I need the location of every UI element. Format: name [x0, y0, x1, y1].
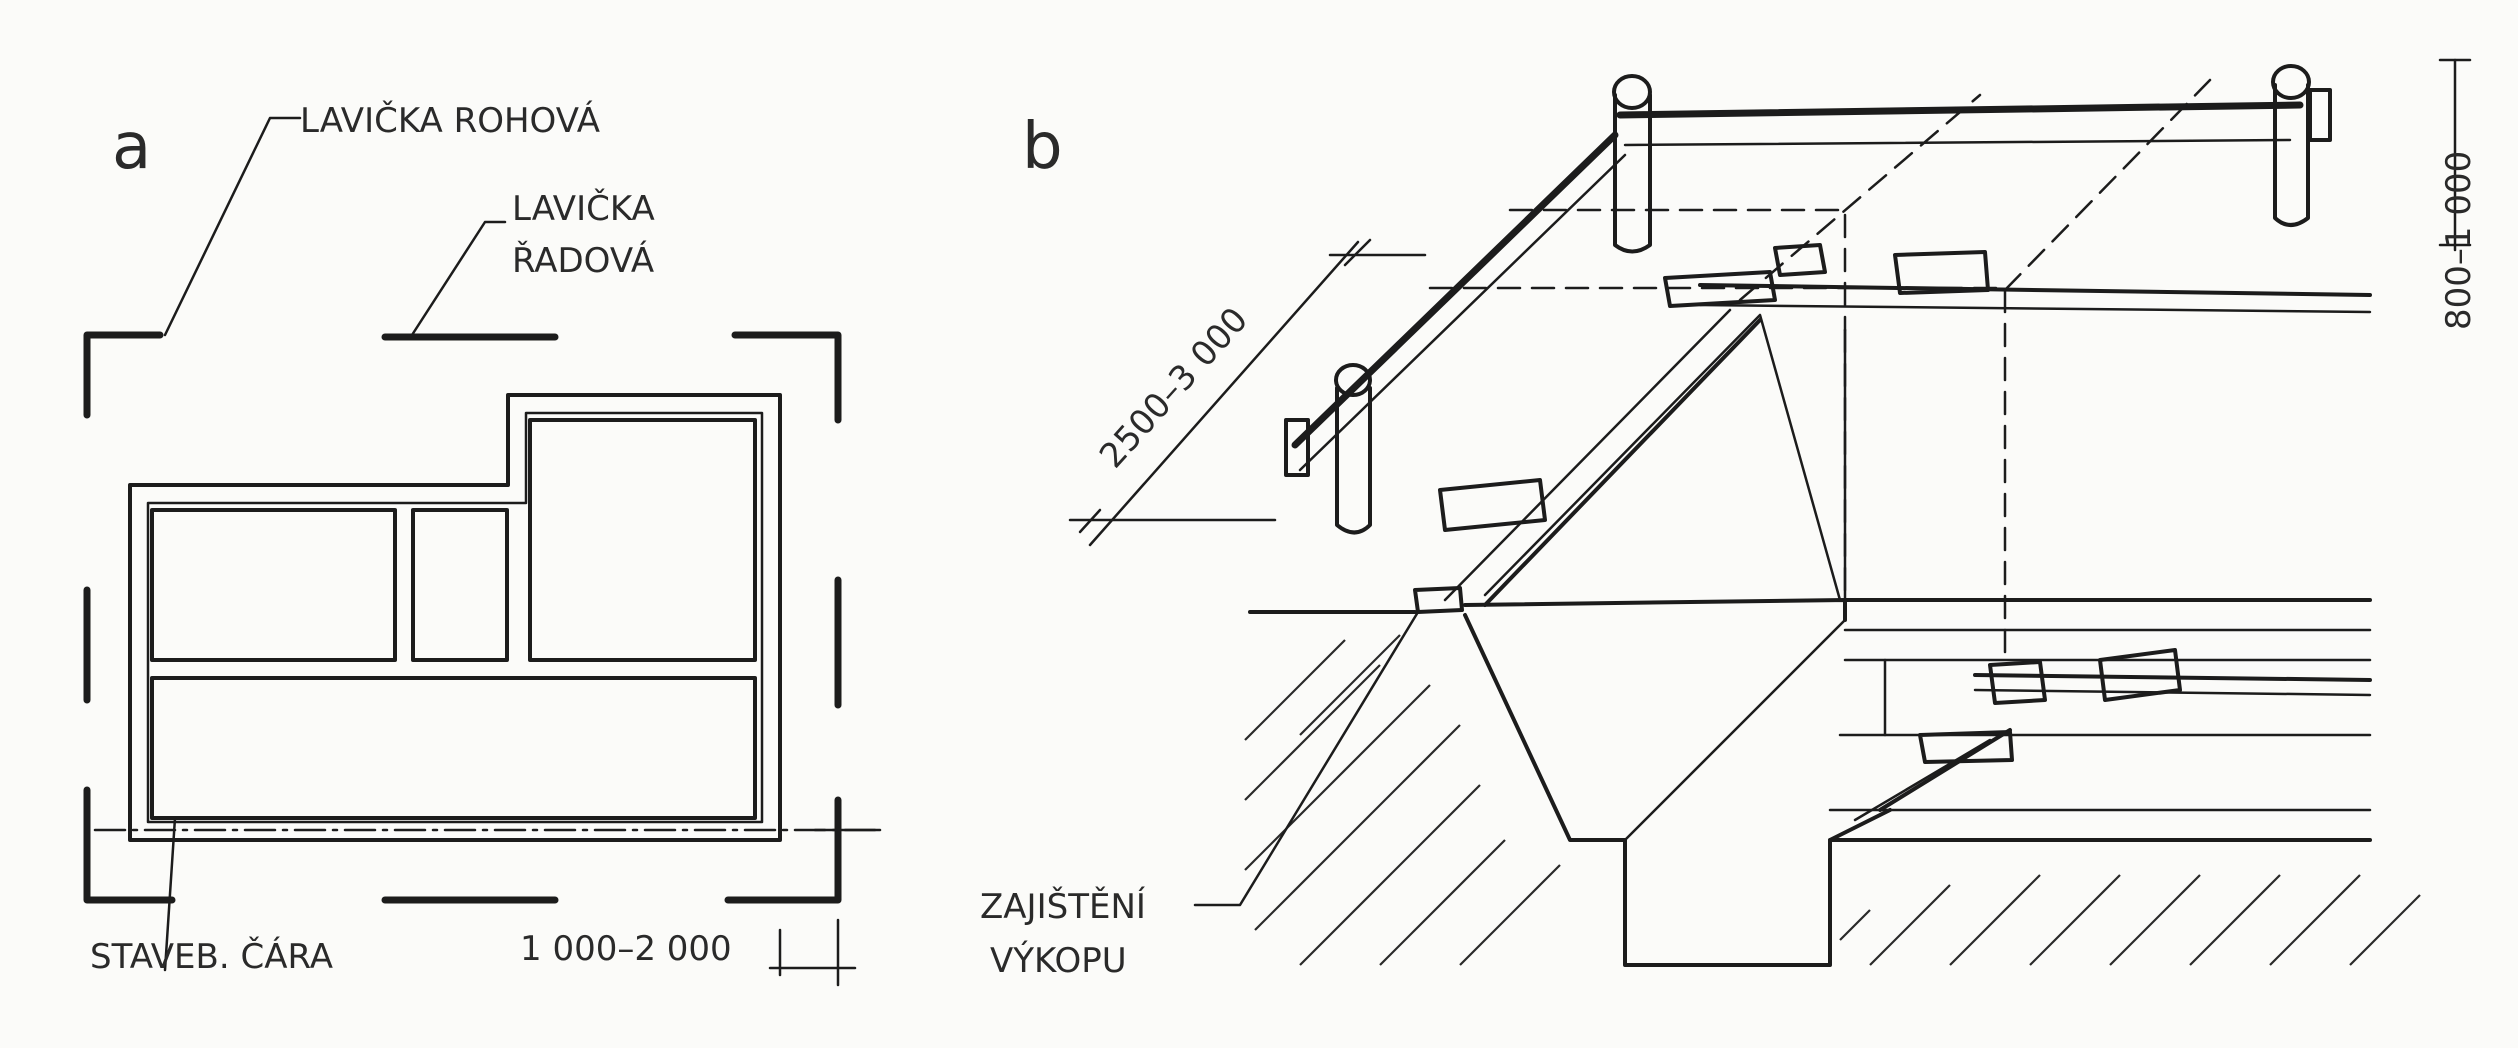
corner-bench-top-right [731, 331, 842, 424]
corner-benches [83, 331, 842, 904]
plate-1 [1663, 270, 1777, 308]
dimension-offset: 1 000–2 000 [520, 918, 857, 987]
corner-fence [1284, 64, 2332, 535]
plate-8 [1988, 660, 2047, 705]
panel-a-plan-view: a [83, 100, 882, 987]
label-excavation-line1: ZAJIŠTĚNÍ [980, 886, 1146, 927]
corner-bench-bottom-right [724, 796, 842, 904]
label-excavation-line2: VÝKOPU [990, 940, 1127, 981]
dimension-offset-value: 1 000–2 000 [520, 929, 732, 969]
label-building-line: STAVEB. ČÁRA [90, 936, 333, 977]
row-benches [83, 333, 842, 904]
room-4 [150, 676, 757, 820]
plate-5 [1413, 586, 1464, 614]
building-inner-wall [146, 411, 764, 824]
leader-corner-bench [163, 116, 302, 337]
excavation-trench [1248, 313, 2372, 967]
plate-3 [1893, 250, 1990, 295]
anchor-plates [1413, 243, 2182, 764]
building-outer-wall [128, 393, 782, 842]
plate-6 [1918, 730, 2014, 764]
label-row-bench-line1: LAVIČKA [512, 188, 655, 229]
leader-row-bench [410, 220, 507, 337]
building-outline [128, 393, 782, 842]
post-left [1334, 363, 1372, 535]
plate-7 [2098, 648, 2182, 702]
corner-bench-top-left [83, 331, 164, 419]
post-middle [1612, 74, 1652, 254]
ground-hatching [1244, 634, 2421, 966]
plate-4 [1438, 478, 1547, 532]
leader-excavation [1193, 610, 1420, 907]
room-2 [411, 508, 509, 662]
room-1 [150, 508, 397, 662]
panel-b-perspective-view: b [980, 58, 2479, 981]
post-right [2271, 64, 2311, 227]
rail-end-right [2308, 88, 2332, 142]
panel-a-label: a [112, 110, 151, 184]
leader-building-line [163, 816, 177, 972]
dimension-height-value: 800–1 000 [2439, 151, 2479, 330]
corner-bench-bottom-left [83, 786, 176, 904]
room-3 [528, 418, 757, 662]
batter-boards [1443, 283, 2372, 822]
string-lines [1428, 78, 2212, 662]
rail-end-left [1284, 418, 1310, 477]
label-row-bench-line2: ŘADOVÁ [512, 240, 654, 281]
dimension-height: 800–1 000 [2438, 58, 2479, 330]
panel-b-label: b [1022, 110, 1063, 184]
label-corner-bench: LAVIČKA ROHOVÁ [300, 100, 600, 141]
